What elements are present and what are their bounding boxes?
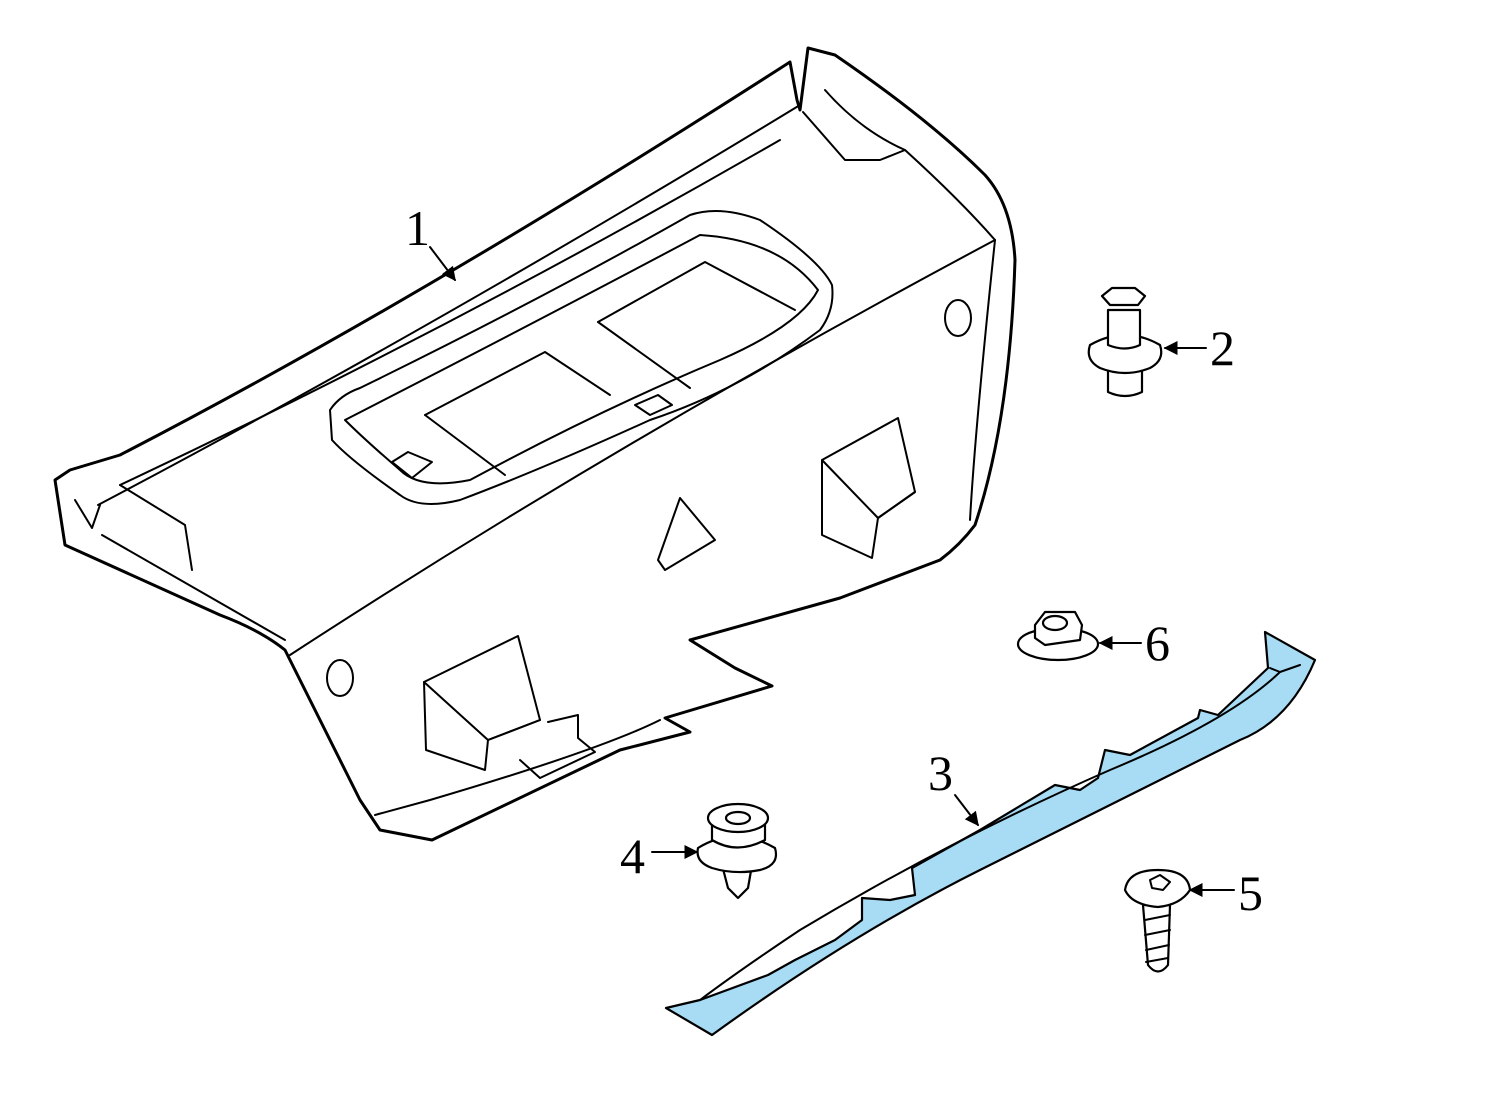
svg-text:2: 2 — [1210, 320, 1235, 376]
screw[interactable] — [1123, 868, 1192, 973]
retainer-pin[interactable] — [1087, 286, 1163, 398]
callout-2: 2 — [1163, 320, 1235, 376]
callout-6: 6 — [1098, 615, 1170, 671]
callout-4: 4 — [620, 828, 699, 884]
trunk-lid-trim-panel[interactable] — [53, 46, 1017, 842]
svg-text:5: 5 — [1238, 865, 1263, 921]
svg-text:3: 3 — [928, 745, 953, 801]
callout-3: 3 — [928, 745, 979, 827]
flange-nut[interactable] — [1016, 610, 1100, 662]
svg-text:4: 4 — [620, 828, 645, 884]
trim-molding-highlighted[interactable] — [664, 630, 1317, 1037]
callout-1: 1 — [405, 200, 456, 282]
push-clip[interactable] — [696, 802, 778, 900]
svg-text:1: 1 — [405, 200, 430, 256]
svg-text:6: 6 — [1145, 615, 1170, 671]
callout-5: 5 — [1188, 865, 1263, 921]
